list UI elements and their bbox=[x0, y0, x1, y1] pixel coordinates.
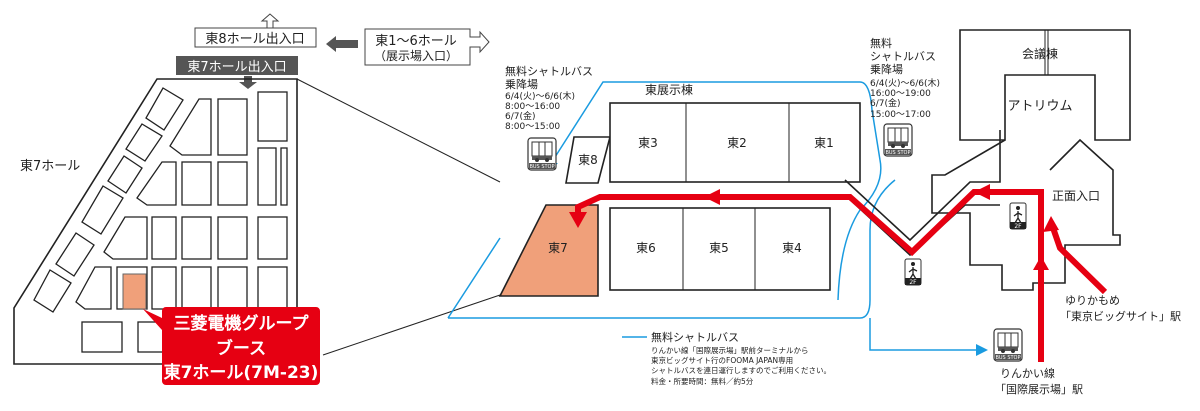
yurikamome-station: 「東京ビッグサイト」駅 bbox=[1060, 309, 1181, 323]
floor-label: 2F bbox=[909, 279, 917, 286]
arrow-up-icon bbox=[260, 13, 280, 29]
building-label: 東展示棟 bbox=[645, 82, 693, 97]
svg-text:無料: 無料 bbox=[870, 36, 892, 50]
bus-stop-label: BUS STOP bbox=[885, 150, 910, 156]
shuttle-left-info: 無料シャトルバス 乗降場 6/4(火)～6/6(木) 8:00～16:00 6/… bbox=[505, 64, 593, 132]
svg-text:東京ビッグサイト行のFOOMA JAPAN専用: 東京ビッグサイト行のFOOMA JAPAN専用 bbox=[651, 355, 793, 365]
atrium-label: アトリウム bbox=[1007, 99, 1072, 114]
booths bbox=[33, 87, 288, 353]
halls-e1-e3 bbox=[609, 102, 861, 183]
hall-e2-label: 東2 bbox=[727, 136, 747, 150]
entrance-e8-label: 東8ホール出入口 bbox=[205, 31, 304, 47]
svg-text:乗降場: 乗降場 bbox=[870, 62, 903, 76]
bus-stop-label: BUS STOP bbox=[529, 164, 554, 170]
hall-e6-label: 東6 bbox=[636, 241, 656, 255]
svg-text:りんかい線「国際展示場」駅前ターミナルから: りんかい線「国際展示場」駅前ターミナルから bbox=[651, 345, 809, 355]
callout-line1: 三菱電機グループ bbox=[174, 313, 310, 334]
rinkai-station: 「国際展示場」駅 bbox=[995, 383, 1083, 396]
svg-text:8:00～16:00: 8:00～16:00 bbox=[505, 102, 560, 112]
overview-map: 東展示棟 東8 東7 東3 東2 東1 東6 東5 東4 会議棟 アトリウム 正… bbox=[447, 29, 1181, 396]
svg-text:6/4(火)～6/6(木): 6/4(火)～6/6(木) bbox=[870, 77, 940, 89]
arrow-left-icon bbox=[326, 36, 358, 52]
svg-text:6/7(金): 6/7(金) bbox=[870, 97, 901, 109]
svg-text:16:00～19:00: 16:00～19:00 bbox=[870, 89, 931, 99]
legend: 無料シャトルバス りんかい線「国際展示場」駅前ターミナルから 東京ビッグサイト行… bbox=[622, 330, 831, 386]
zoom-line-top bbox=[296, 78, 501, 183]
svg-text:無料シャトルバス: 無料シャトルバス bbox=[505, 64, 593, 78]
entrance-e16-line1: 東1～6ホール bbox=[375, 33, 457, 49]
svg-text:乗降場: 乗降場 bbox=[505, 77, 538, 91]
detail-panel: 東8ホール出入口 東1～6ホール （展示場入口） 東7ホール出入口 東7ホール bbox=[13, 13, 501, 385]
bus-stop-label: BUS STOP bbox=[995, 355, 1020, 361]
callout-line2: ブース bbox=[216, 338, 266, 359]
floor-label: 2F bbox=[1014, 223, 1022, 230]
rinkai-line: りんかい線 bbox=[1000, 366, 1055, 380]
entrance-e8-box bbox=[194, 27, 317, 48]
hall-e8-label: 東8 bbox=[578, 153, 598, 167]
shuttle-right-info: 無料 シャトルバス 乗降場 6/4(火)～6/6(木) 16:00～19:00 … bbox=[870, 36, 940, 120]
svg-text:シャトルバス: シャトルバス bbox=[870, 50, 936, 63]
arrow-down-icon bbox=[239, 76, 257, 89]
conference-label: 会議棟 bbox=[1022, 46, 1058, 61]
svg-text:6/4(火)～6/6(木): 6/4(火)～6/6(木) bbox=[505, 90, 575, 102]
hall-e1-label: 東1 bbox=[814, 136, 834, 150]
yurikamome-line: ゆりかもめ bbox=[1065, 294, 1120, 307]
svg-text:料金・所要時間：無料／約5分: 料金・所要時間：無料／約5分 bbox=[651, 376, 754, 386]
svg-text:6/7(金): 6/7(金) bbox=[505, 110, 536, 122]
booth-callout: 三菱電機グループ ブース 東7ホール(7M-23) bbox=[143, 307, 320, 385]
hall-e8[interactable] bbox=[565, 136, 612, 184]
hall-e3-label: 東3 bbox=[638, 136, 658, 150]
svg-text:8:00～15:00: 8:00～15:00 bbox=[505, 122, 560, 132]
mitsubishi-booth[interactable] bbox=[122, 273, 147, 310]
hall-e7-map-label: 東7 bbox=[548, 241, 568, 255]
entrance-e7-label: 東7ホール出入口 bbox=[187, 59, 286, 75]
conference-building bbox=[959, 29, 1131, 141]
callout-line3: 東7ホール(7M-23) bbox=[164, 362, 319, 383]
hall-e5-label: 東5 bbox=[709, 241, 729, 255]
zoom-line-bottom bbox=[322, 294, 501, 356]
halls-e4-e6 bbox=[609, 207, 831, 291]
main-entrance-label: 正面入口 bbox=[1052, 189, 1100, 203]
svg-text:15:00～17:00: 15:00～17:00 bbox=[870, 110, 931, 120]
entrance-e7-box bbox=[176, 56, 298, 75]
hall-e4-label: 東4 bbox=[782, 241, 802, 255]
shuttle-route-right bbox=[837, 81, 882, 301]
legend-title: 無料シャトルバス bbox=[651, 330, 739, 344]
hall-e7-outline bbox=[13, 78, 298, 365]
walking-route-yurikamome bbox=[1048, 221, 1108, 295]
entrance-building bbox=[931, 138, 1121, 291]
entrance-e16-box bbox=[364, 28, 490, 66]
hall-e7-label: 東7ホール bbox=[20, 158, 80, 174]
shuttle-route-lower bbox=[447, 179, 985, 350]
shuttle-route-left bbox=[546, 81, 860, 171]
svg-text:シャトルバスを連日運行しますのでご利用ください。: シャトルバスを連日運行しますのでご利用ください。 bbox=[651, 365, 831, 375]
entrance-e16-line2: （展示場入口） bbox=[374, 49, 458, 63]
